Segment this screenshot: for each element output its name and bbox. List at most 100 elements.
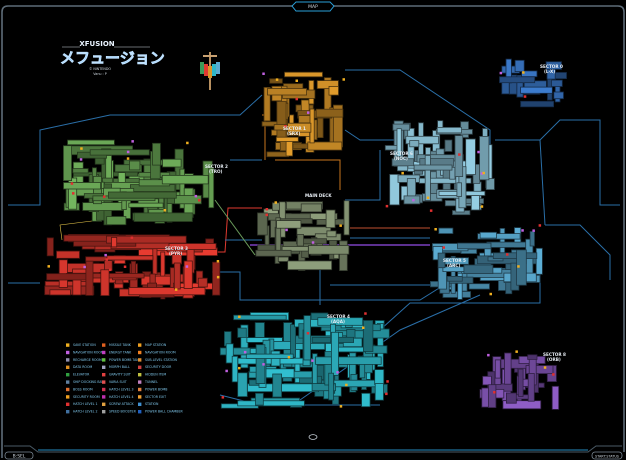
map-room (463, 264, 494, 275)
map-room (454, 135, 464, 178)
map-room (287, 122, 312, 133)
map-room (106, 216, 127, 226)
map-item-marker (386, 380, 389, 383)
map-item-marker (238, 366, 241, 370)
sector-map-4[interactable]: SECTOR 4(AQA) (219, 312, 390, 409)
map-room (114, 164, 143, 173)
legend-item: MAP STATION (138, 343, 167, 347)
map-item-marker (186, 141, 189, 145)
map-room (44, 280, 93, 287)
legend-item: HATCH LEVEL 2 (66, 410, 98, 414)
legend-item: HATCH LEVEL 1 (66, 402, 98, 406)
legend-item: SCREW ATTACK (102, 402, 135, 406)
map-room (106, 235, 187, 244)
legend-item: POWER BOMB TANK (102, 358, 142, 362)
map-room (316, 80, 339, 89)
sector-map-7[interactable]: SECTOR 0(L-X) (499, 58, 567, 108)
legend-icon (138, 402, 142, 406)
map-item-marker (429, 209, 433, 212)
legend-label: HATCH LEVEL 4 (109, 395, 134, 399)
map-room (174, 195, 202, 205)
map-room (161, 174, 209, 185)
map-item-marker (477, 150, 480, 154)
status-button[interactable]: START:STATUS (591, 451, 623, 460)
map-item-marker (442, 246, 445, 249)
map-room (255, 344, 266, 385)
select-button[interactable]: B:SEL (4, 451, 34, 460)
sector-code-label: (AQA) (331, 319, 345, 324)
map-item-marker (499, 71, 503, 75)
map-tab[interactable]: MAP (291, 1, 335, 12)
page-ornament (308, 434, 318, 440)
legend-label: POWER BALL CHAMBER (145, 410, 184, 414)
legend-item: SECURITY DOOR (138, 365, 172, 369)
map-room (105, 155, 112, 180)
sector-map-3[interactable]: SECTOR 3(PYR) (44, 233, 221, 300)
legend-item: NAVIGATION ROOM (66, 350, 104, 354)
legend-label: ELEVATOR (73, 373, 90, 377)
map-item-marker (295, 97, 298, 101)
map-room (56, 250, 80, 259)
map-room (384, 145, 399, 151)
legend-item: POWER BALL CHAMBER (138, 410, 184, 414)
map-item-marker (487, 353, 490, 357)
map-room (290, 324, 296, 358)
sector-code-label: (L-X) (544, 69, 555, 74)
map-room (300, 203, 323, 213)
legend-item: DATA ROOM (66, 365, 92, 369)
map-room (481, 387, 490, 408)
map-room (516, 74, 524, 98)
sector-map-5[interactable]: SECTOR 5(ARC) (429, 224, 543, 300)
map-tab-label: MAP (308, 4, 318, 10)
legend-label: SECURITY DOOR (145, 365, 172, 369)
sector-map-8[interactable]: SECTOR 8(ORB) (479, 350, 566, 410)
legend-icon (102, 402, 106, 406)
map-item-marker (385, 204, 389, 208)
legend-icon (66, 373, 70, 377)
legend-label: RECHARGE ROOM (73, 358, 102, 362)
map-item-marker (295, 79, 298, 82)
legend-icon (66, 395, 70, 399)
map-room (272, 373, 283, 398)
title-english: XFUSION (79, 40, 114, 48)
map-room (535, 247, 543, 275)
map-item-marker (221, 396, 225, 399)
legend-icon (102, 350, 106, 355)
map-room (492, 252, 538, 260)
sector-name-label: SECTOR 8 (543, 352, 566, 357)
legend-label: SECTOR EXIT (145, 395, 166, 399)
map-room (315, 356, 382, 365)
sector-code-label: (TRO) (209, 169, 223, 174)
sector-map-2[interactable]: SECTOR 2(TRO) (63, 139, 228, 226)
legend-icon (138, 365, 142, 369)
legend-item: STATION (138, 402, 159, 406)
map-item-marker (123, 265, 127, 268)
map-item-marker (385, 392, 388, 396)
sector-map-9[interactable]: MAIN DECK (255, 193, 350, 271)
map-room (325, 209, 336, 229)
sector-map-6[interactable]: SECTOR 6(NOC) (384, 120, 495, 216)
sector-map-1[interactable]: SECTOR 1(SRX) (261, 71, 345, 158)
copyright-text: © NINTENDO (89, 67, 111, 71)
map-room (307, 141, 343, 151)
map-item-marker (342, 78, 345, 81)
legend-icon (138, 380, 142, 384)
map-room (470, 195, 480, 211)
map-room (82, 202, 124, 211)
map-room (152, 142, 161, 166)
map-room (255, 249, 292, 257)
map-room (456, 182, 462, 197)
map-room (468, 283, 490, 290)
map-room (334, 346, 366, 353)
map-room (551, 79, 563, 87)
map-room (46, 237, 54, 257)
map-item-marker (515, 350, 518, 353)
sector-name-label: SECTOR 5 (443, 258, 466, 263)
map-room (377, 322, 384, 368)
map-item-marker (458, 153, 461, 156)
map-room (361, 392, 371, 408)
map-room (527, 373, 535, 402)
map-room (225, 343, 234, 364)
legend-item: HATCH LEVEL 4 (102, 395, 134, 399)
